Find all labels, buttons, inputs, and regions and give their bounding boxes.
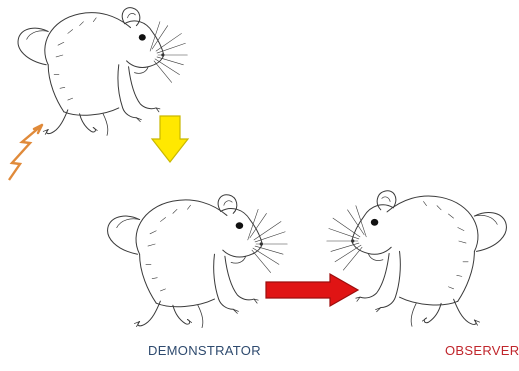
observer-label: OBSERVER (445, 343, 519, 358)
right-arrow-icon (266, 274, 358, 306)
shock-bolt-icon (9, 125, 42, 180)
demonstrator-rat-illustration (108, 195, 288, 328)
down-arrow-icon (152, 116, 188, 162)
observer-rat-illustration (327, 191, 507, 327)
demonstrator-label: DEMONSTRATOR (148, 343, 261, 358)
